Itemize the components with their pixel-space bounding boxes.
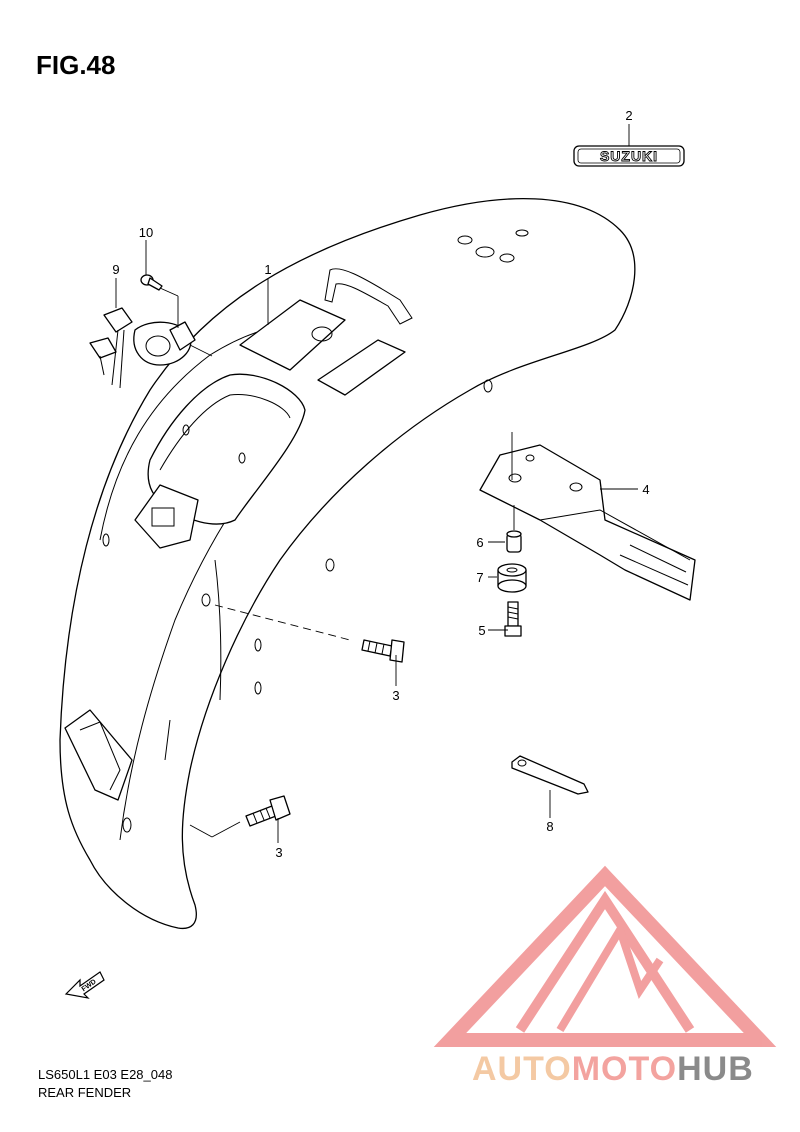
seat-lock [89, 307, 196, 389]
watermark-logo [433, 865, 777, 1047]
callout-2: 2 [625, 108, 632, 123]
watermark-text: AUTOMOTOHUB [472, 1050, 754, 1089]
figure-code: LS650L1 E03 E28_048 [38, 1067, 173, 1082]
callout-7: 7 [476, 570, 483, 585]
figure-name: REAR FENDER [38, 1085, 132, 1100]
callout-4: 4 [642, 482, 649, 497]
bracket-strap [511, 755, 589, 795]
emblem-text: SUZUKI [600, 148, 658, 164]
rear-fender [59, 198, 636, 930]
callout-5: 5 [478, 623, 485, 638]
watermark-auto: AUTO [472, 1050, 572, 1088]
rear-bracket [479, 444, 696, 601]
figure-footer: LS650L1 E03 E28_048 REAR FENDER [38, 1066, 172, 1102]
leader-lines [115, 124, 638, 843]
fwd-arrow-icon: FWD [64, 971, 105, 999]
callout-10: 10 [139, 225, 153, 240]
callout-3-lower: 3 [275, 845, 282, 860]
watermark-hub: HUB [677, 1050, 754, 1088]
assembly-lines [159, 287, 515, 838]
collar [506, 530, 522, 553]
figure-title: FIG.48 [36, 50, 116, 80]
bolt-5 [504, 601, 522, 637]
callout-9: 9 [112, 262, 119, 277]
callout-3-upper: 3 [392, 688, 399, 703]
callout-1: 1 [264, 262, 271, 277]
lock-screw [140, 274, 163, 291]
bolt-3-upper [361, 639, 405, 663]
watermark-moto: MOTO [571, 1050, 678, 1088]
bolt-3-lower [245, 795, 291, 827]
suzuki-emblem: SUZUKI [573, 145, 685, 167]
callout-8: 8 [546, 819, 553, 834]
callouts: 1 2 3 3 4 5 6 7 8 9 10 [112, 108, 649, 860]
grommet [497, 563, 527, 593]
callout-6: 6 [476, 535, 483, 550]
